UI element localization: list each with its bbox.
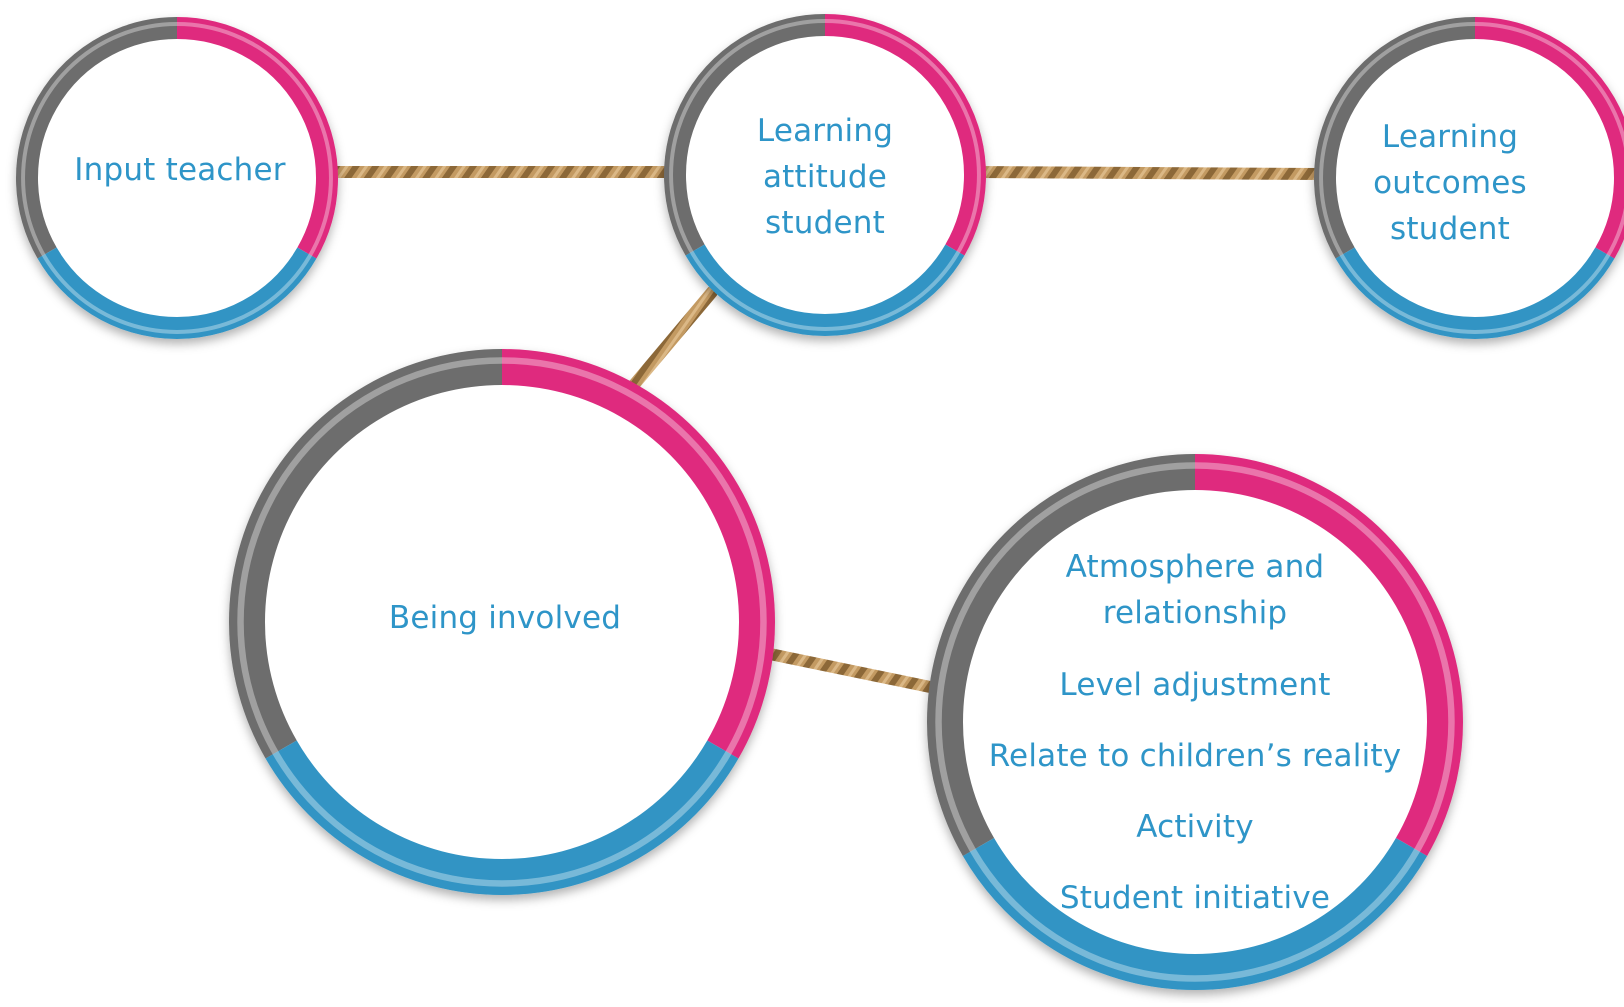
factor-item: Atmosphere and relationship [1065,549,1325,631]
ring-being-involved [229,349,775,895]
ring-segment-gray [664,14,826,256]
node-being-involved-label: Being involved [388,600,622,636]
learning-outcomes-line-3: student [1390,211,1510,247]
ring-segment-blue [1335,247,1615,339]
ring-segment-pink [176,17,338,259]
ring-segment-blue [685,244,965,336]
ring-segment-blue [962,837,1428,991]
ring-segment-gray [16,17,178,259]
ring-learning-outcomes [1314,17,1624,339]
ring-factors [927,454,1463,991]
ring-segment-blue [265,740,739,895]
ring-segment-gray [927,454,1196,856]
ring-highlight [669,19,981,331]
ring-segment-gray [1314,17,1476,259]
factor-item: Activity [1136,809,1254,845]
rope-attitude-to-outcomes [969,166,1326,180]
ring-interior [247,367,757,877]
node-learning-outcomes-label: Learning outcomes student [1320,114,1580,252]
node-input-teacher-label: Input teacher [74,152,286,188]
learning-attitude-line-3: student [765,205,885,241]
node-learning-attitude-label: Learning attitude student [690,108,960,246]
ring-interior [1325,28,1624,328]
rope-involved-to-factors [754,646,941,694]
ring-segment-pink [1474,17,1624,259]
ring-highlight [1319,22,1624,334]
factor-item: Relate to children’s reality [988,738,1402,774]
ring-segment-blue [37,247,317,339]
ring-learning-attitude [664,14,986,336]
ring-segment-pink [501,349,775,759]
learning-attitude-line-2: attitude [762,159,888,195]
ring-highlight [21,22,333,334]
rope-connectors [319,166,1326,694]
ring-highlight [237,357,767,887]
factor-item: Level adjustment [1059,667,1331,703]
ring-segment-pink [824,14,986,256]
ring-interior [27,28,327,328]
rope-attitude-to-involved [622,286,718,398]
ring-interior [675,25,975,325]
ring-segment-pink [1194,454,1463,856]
learning-outcomes-line-2: outcomes [1373,165,1527,201]
factor-item: Student initiative [1059,880,1331,916]
learning-attitude-line-1: Learning [756,113,894,149]
factors-list: Atmosphere and relationship Level adjust… [975,544,1415,947]
node-rings [16,14,1624,991]
ring-interior [945,472,1445,972]
ring-input-teacher [16,17,338,339]
ring-highlight [935,462,1455,982]
ring-segment-gray [229,349,503,759]
learning-outcomes-line-1: Learning [1381,119,1519,155]
